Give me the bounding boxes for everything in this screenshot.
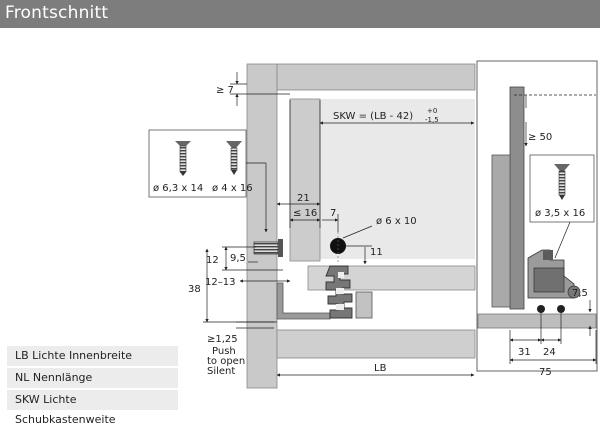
drawer-inner-area — [320, 99, 475, 259]
dim-12-13: 12–13 — [205, 277, 235, 288]
push-note-line-3: Silent — [207, 366, 235, 377]
header-bar: Frontschnitt — [0, 0, 600, 28]
dim-11: 11 — [370, 247, 383, 258]
dim-skw-tol-plus: +0 — [427, 107, 437, 115]
cabinet-side-panel — [246, 63, 278, 389]
runner-profile — [325, 265, 353, 319]
screw-1-label: ø 6,3 x 14 — [153, 183, 203, 194]
detail-bottom-panel — [477, 313, 597, 329]
dim-skw-formula: SKW = (LB - 42) — [333, 111, 413, 122]
dim-38: 38 — [188, 284, 201, 295]
screw-reference-box-right: ø 3,5 x 16 — [529, 154, 595, 223]
dim-75: 75 — [539, 367, 552, 378]
push-note-line-1: Push — [212, 346, 236, 357]
dim-hole: ø 6 x 10 — [376, 216, 417, 227]
dim-skw-tol-minus: -1,5 — [425, 116, 439, 124]
dim-7: 7 — [330, 208, 336, 219]
screw-right-label: ø 3,5 x 16 — [535, 208, 585, 219]
side-mounting-screw — [253, 239, 283, 257]
drill-hole-marker — [330, 232, 346, 262]
front-section-drawing: ø 6,3 x 14 ø 4 x 16 ø 3,5 x 16 — [148, 60, 598, 389]
page-title: Frontschnitt — [5, 3, 109, 23]
cabinet-bottom-panel — [276, 329, 476, 359]
dim-rear-min: ≥ 50 — [528, 132, 552, 143]
detail-drawer-front — [491, 86, 525, 310]
dim-24: 24 — [543, 347, 556, 358]
dim-1-25: ≥1,25 — [207, 334, 238, 345]
countersunk-screw-small-icon — [554, 164, 570, 200]
chipboard-screw-icon — [175, 141, 191, 176]
legend-row-lb: LB Lichte Innenbreite — [7, 346, 178, 366]
dim-9-5: 9,5 — [230, 253, 246, 264]
legend-row-skw: SKW Lichte Schubkastenweite — [7, 390, 178, 426]
legend-row-nl: NL Nennlänge — [7, 368, 178, 388]
dim-min-top-gap: ≥ 7 — [216, 85, 234, 96]
dim-7-5: 7,5 — [572, 288, 588, 299]
dim-21: 21 — [297, 193, 310, 204]
drawer-side-wall — [289, 98, 321, 262]
dim-16: ≤ 16 — [293, 208, 317, 219]
dim-31: 31 — [518, 347, 531, 358]
push-note-line-2: to open — [207, 356, 245, 367]
detail-locking-device — [527, 249, 581, 313]
screw-reference-box: ø 6,3 x 14 ø 4 x 16 — [148, 129, 253, 198]
screw-2-label: ø 4 x 16 — [212, 183, 253, 194]
dim-12: 12 — [206, 255, 219, 266]
countersunk-screw-icon — [226, 141, 242, 175]
dim-lb: LB — [374, 363, 387, 374]
cabinet-top-panel — [276, 63, 476, 91]
